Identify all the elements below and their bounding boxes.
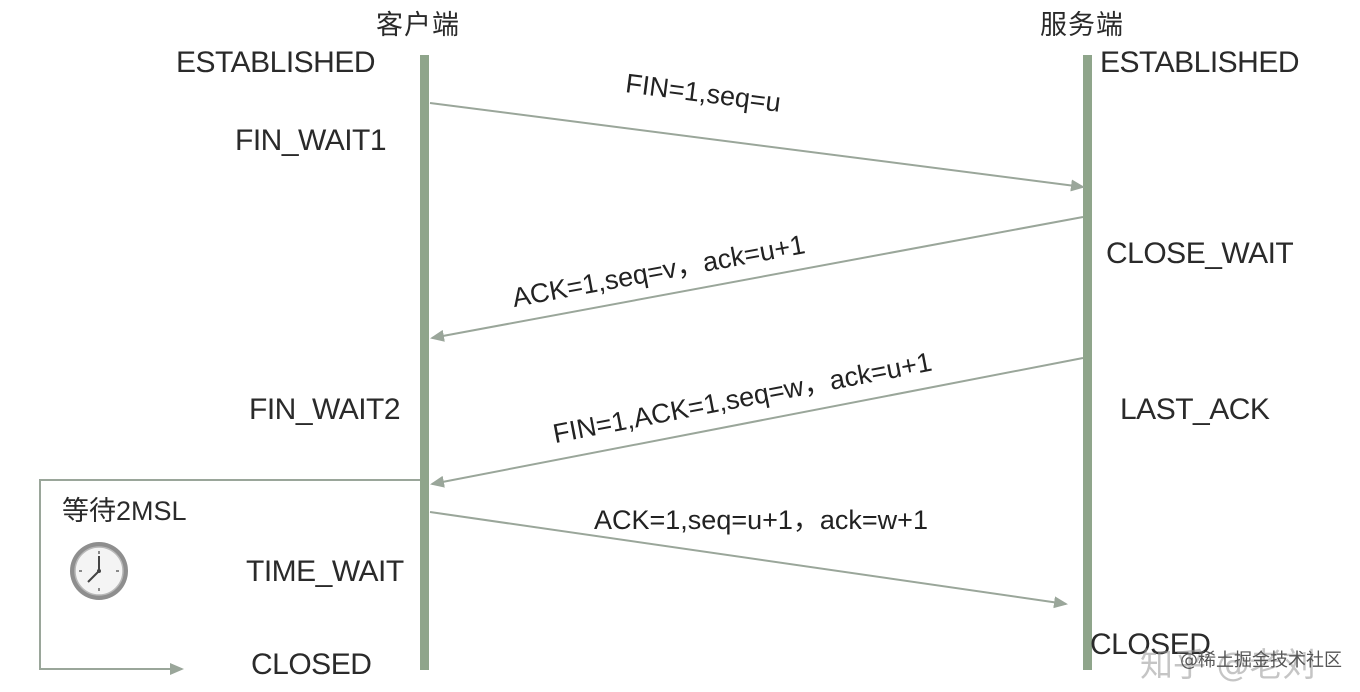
- message-arrow-ack-server-to-client: [430, 216, 1084, 342]
- server-state-closed: CLOSED: [1090, 628, 1211, 661]
- wait-2msl-bracket: [39, 479, 420, 675]
- wait-2msl-label: 等待2MSL: [62, 496, 187, 526]
- message-arrow-fin-client-to-server: [429, 102, 1085, 192]
- client-title: 客户端: [376, 10, 460, 41]
- client-state-time-wait: TIME_WAIT: [246, 555, 404, 588]
- client-state-fin-wait2: FIN_WAIT2: [249, 393, 401, 426]
- client-state-closed: CLOSED: [251, 648, 372, 681]
- client-lifeline: [420, 55, 429, 670]
- watermark-zhihu: 知乎 @老刘: [1140, 645, 1316, 684]
- message-label-final-ack: ACK=1,seq=u+1，ack=w+1: [594, 505, 928, 535]
- message-arrow-fin-ack-server-to-client: [430, 357, 1084, 488]
- server-state-last-ack: LAST_ACK: [1120, 393, 1270, 426]
- client-state-established: ESTABLISHED: [176, 46, 376, 79]
- watermark-juejin: @稀土掘金技术社区: [1180, 650, 1342, 671]
- client-state-fin-wait1: FIN_WAIT1: [235, 124, 387, 157]
- clock-icon: [70, 542, 128, 600]
- server-title: 服务端: [1040, 10, 1124, 41]
- server-state-established: ESTABLISHED: [1100, 46, 1300, 79]
- server-state-close-wait: CLOSE_WAIT: [1106, 237, 1294, 270]
- message-arrow-final-ack-client-to-server: [429, 511, 1068, 609]
- server-lifeline: [1083, 55, 1092, 670]
